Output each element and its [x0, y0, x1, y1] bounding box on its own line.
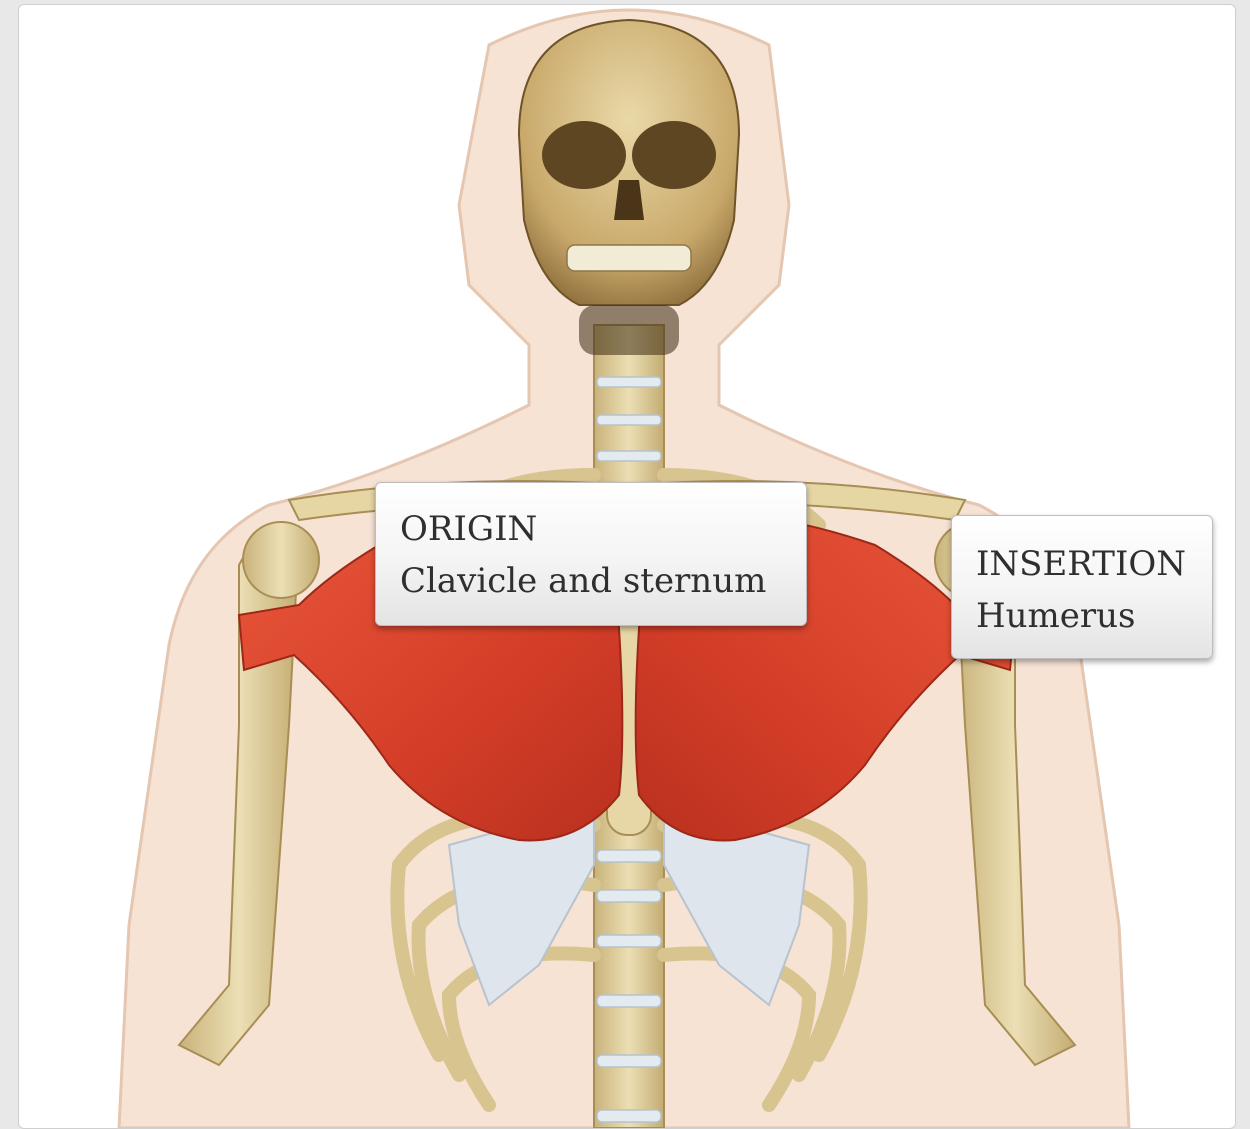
origin-detail: Clavicle and sternum: [400, 555, 806, 607]
origin-callout: ORIGIN Clavicle and sternum: [375, 482, 807, 626]
origin-heading: ORIGIN: [400, 503, 806, 555]
insertion-heading: INSERTION: [976, 538, 1212, 590]
insertion-detail: Humerus: [976, 590, 1212, 642]
insertion-callout: INSERTION Humerus: [951, 515, 1213, 659]
illustration-card: ORIGIN Clavicle and sternum INSERTION Hu…: [18, 4, 1236, 1129]
